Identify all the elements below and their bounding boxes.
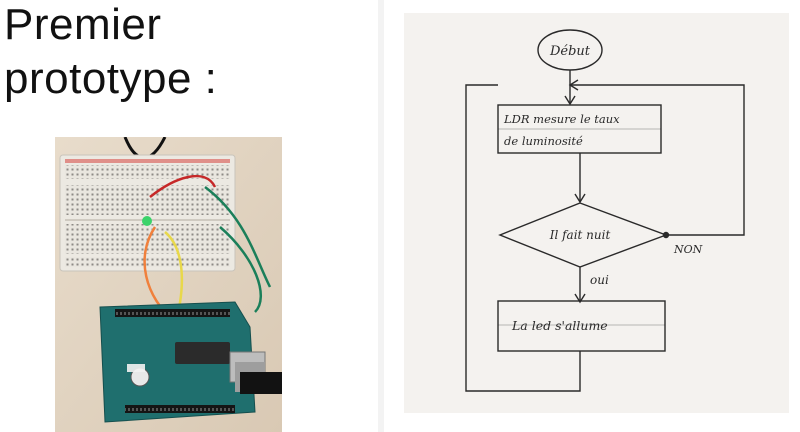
branch-yes-label: oui	[590, 273, 609, 287]
wire-green-2	[219, 226, 263, 313]
title-line-1: Premier	[4, 0, 162, 49]
step1-label-line2: de luminosité	[504, 134, 583, 148]
arrow-no-loop	[570, 84, 745, 236]
breadboard	[59, 154, 236, 272]
flowchart-drawing: Début LDR mesure le taux de luminosité I…	[404, 13, 789, 413]
step2-box	[497, 300, 666, 352]
step2-label: La led s'allume	[511, 318, 608, 333]
paper	[404, 13, 789, 413]
flowchart-scan: Début LDR mesure le taux de luminosité I…	[404, 13, 789, 413]
step1-label-line1: LDR mesure le taux	[503, 112, 620, 126]
arduino-board	[99, 301, 282, 423]
wire-green-1	[204, 186, 272, 288]
divider	[378, 0, 384, 432]
slide-title: Premier prototype :	[4, 0, 364, 106]
wire-red	[149, 174, 217, 198]
prototype-photo-drawing	[55, 137, 282, 432]
start-label: Début	[549, 44, 591, 59]
arrow-return-loop	[465, 84, 581, 392]
led	[142, 216, 152, 226]
branch-no-label: NON	[673, 243, 703, 256]
prototype-photo	[55, 137, 282, 432]
decision-label: Il fait nuit	[549, 228, 611, 242]
title-line-2: prototype :	[4, 54, 218, 103]
